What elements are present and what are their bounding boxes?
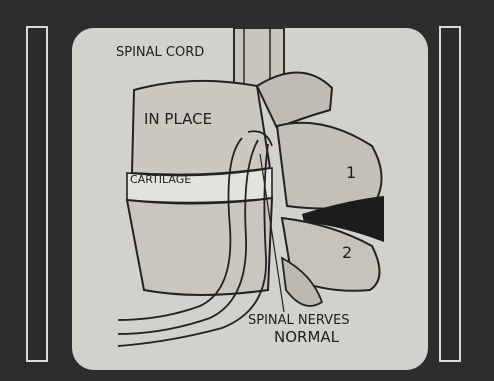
illustration-plate: SPINAL CORD IN PLACE CARTILAGE 1 2 SPINA… [72,28,428,370]
label-normal: NORMAL [274,328,340,346]
label-spinal-nerves: SPINAL NERVES [248,313,350,328]
vertebra-1-process [277,123,382,209]
left-frame-bar [26,26,48,362]
lower-vertebra-body [127,198,272,295]
label-in-place: IN PLACE [144,110,212,128]
label-vertebra-2: 2 [342,243,352,262]
posterior-process-upper [257,72,332,128]
label-cartilage: CARTILAGE [130,173,191,186]
right-frame-bar [439,26,461,362]
label-vertebra-1: 1 [346,163,356,182]
spine-illustration: SPINAL CORD IN PLACE CARTILAGE 1 2 SPINA… [72,28,428,370]
label-spinal-cord: SPINAL CORD [116,45,204,60]
